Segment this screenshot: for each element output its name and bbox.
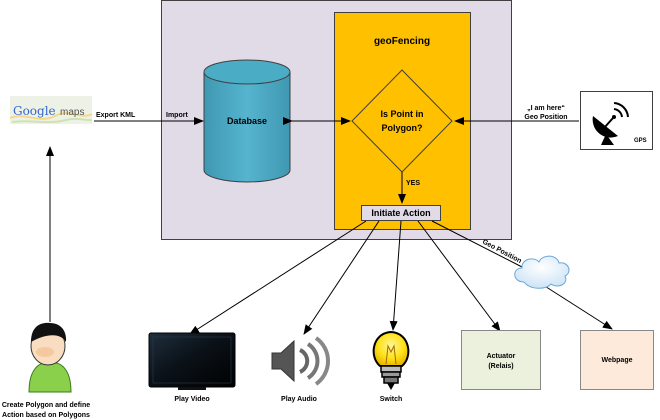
export-kml-label: Export KML [96,112,136,119]
play-video-label: Play Video [174,396,209,403]
webpage-label: Webpage [602,357,633,364]
iamhere-label: „I am here“ [527,105,565,112]
to-switch-arrow [389,220,402,331]
user-icon [28,322,72,393]
google-wordmark: Google [13,104,56,118]
yes-label: YES [406,180,420,187]
tv-icon [148,332,236,390]
play-audio-label: Play Audio [281,396,317,403]
geofencing-title: geoFencing [374,36,430,47]
cloud-to-webpage-arrow [539,282,613,330]
database-label: Database [227,116,267,126]
gps-geo-position-label: Geo Position [524,114,567,121]
maps-wordmark: maps [60,107,84,118]
webpage-geo-position-label: Geo Position [481,239,522,265]
google-maps-logo: Google maps [9,96,93,124]
to-cloud-arrow [431,220,525,269]
webpage-box [580,330,654,390]
actuator-box [461,330,541,390]
to-actuator-arrow [417,220,501,332]
decision-line1: Is Point in [380,109,423,119]
initiate-action-box [361,205,441,221]
satellite-dish-icon [592,102,629,145]
import-label: Import [166,112,188,119]
database-cylinder [203,59,291,183]
gps-label: GPS [634,138,647,144]
decision-line2: Polygon? [382,123,423,133]
initiate-action-label: Initiate Action [371,208,430,218]
user-caption-line2: Action based on Polygons [2,412,90,419]
actuator-line1: Actuator [487,353,516,360]
lightbulb-icon [372,330,410,390]
actuator-line2: (Relais) [488,363,513,370]
to-audio-arrow [303,220,380,335]
gps-box [580,91,653,150]
to-video-arrow [189,220,367,335]
user-caption-line1: Create Polygon and define [2,402,90,409]
speaker-icon [271,336,330,386]
switch-label: Switch [380,396,403,403]
cloud-icon [514,255,570,289]
